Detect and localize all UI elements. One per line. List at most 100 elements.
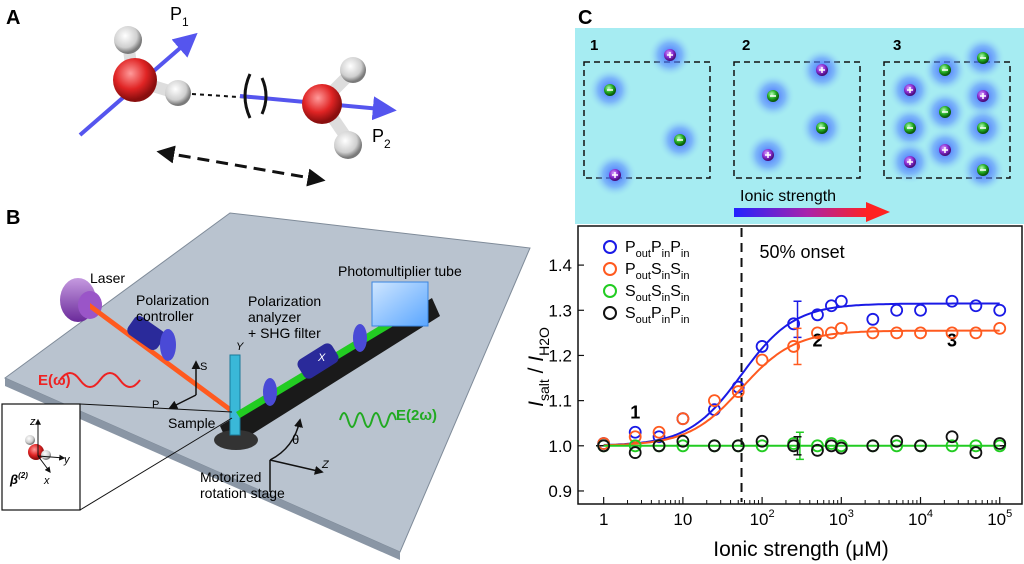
panel-c-letter: C <box>578 7 592 29</box>
data-point <box>708 439 721 453</box>
data-point <box>914 303 927 317</box>
y-tick-label: 1.0 <box>548 437 572 456</box>
photomultiplier-label: Photomultiplier tube <box>338 263 462 279</box>
stage-3-label: 3 <box>893 37 901 54</box>
data-point <box>945 326 959 340</box>
e-2omega-label: E(2ω) <box>396 407 437 424</box>
shg-filter-label: + SHG filter <box>248 325 321 341</box>
theta-label: θ <box>292 432 299 447</box>
distance-arrow <box>156 145 326 187</box>
y-tick-label: 1.2 <box>548 346 572 365</box>
data-point <box>969 446 983 459</box>
data-point <box>834 294 848 308</box>
cation-icon <box>961 74 1005 118</box>
anion-icon <box>588 68 632 112</box>
y-tick-label: 1.4 <box>548 256 572 275</box>
fit-line <box>603 302 1000 446</box>
stage-label-2: rotation stage <box>200 485 285 501</box>
data-point <box>993 321 1007 335</box>
data-point <box>787 317 801 331</box>
cation-icon <box>923 128 967 172</box>
p-axis-arrow <box>168 394 197 409</box>
panel-b-letter: B <box>6 207 20 229</box>
y-tick-label: 0.9 <box>548 482 572 501</box>
data-point <box>731 439 745 453</box>
anion-icon <box>751 74 795 118</box>
legend-marker <box>603 306 617 320</box>
data-point <box>969 439 983 453</box>
data-point <box>652 439 666 453</box>
anion-icon <box>961 36 1005 80</box>
polarization-controller-icon <box>127 316 176 361</box>
legend-label: SoutPinPin <box>625 305 689 326</box>
p-label: P <box>152 399 159 411</box>
inset-pointer-line-1 <box>79 403 233 413</box>
data-point <box>890 434 904 448</box>
data-point <box>628 446 642 459</box>
data-point <box>993 437 1007 450</box>
z-axis-label: Z <box>321 459 330 471</box>
p1-label: P1 <box>170 4 189 29</box>
data-point <box>676 439 690 453</box>
polarization-analyzer-label-2: analyzer <box>248 309 301 325</box>
onset-annotation: 50% onset <box>760 242 845 262</box>
polarization-controller-label-1: Polarization <box>136 292 209 308</box>
series-3 <box>597 430 1007 459</box>
x-tick-label: 104 <box>908 508 933 529</box>
data-point <box>787 340 801 353</box>
water-molecule-2 <box>302 57 366 159</box>
data-point <box>914 326 927 340</box>
legend-marker <box>603 262 617 276</box>
data-point <box>652 425 666 439</box>
data-point <box>628 430 642 444</box>
data-point <box>708 394 721 408</box>
ionic-strength-arrow-label: Ionic strength <box>740 188 836 205</box>
data-point <box>628 425 642 439</box>
legend-marker <box>603 240 617 254</box>
legend-label: PoutPinPin <box>625 239 689 260</box>
data-point <box>834 321 848 335</box>
inset-x-label: x <box>43 475 50 487</box>
y-axis-label: Isalt / IH2O <box>525 327 552 407</box>
sample-cell <box>229 354 241 436</box>
data-point <box>866 312 880 326</box>
inset-pointer-line-2 <box>79 417 233 511</box>
sample-label: Sample <box>168 415 216 431</box>
rotation-arc-icon-2 <box>260 77 268 115</box>
photomultiplier-icon <box>371 281 429 327</box>
ionic-strength-arrow <box>734 208 868 217</box>
legend-label: PoutSinSin <box>625 261 689 282</box>
data-point <box>890 303 904 317</box>
data-point <box>755 340 769 353</box>
data-point <box>969 299 983 313</box>
data-point <box>811 326 824 340</box>
theta-arc <box>269 418 303 461</box>
data-point <box>811 308 824 322</box>
laser-label: Laser <box>90 270 125 286</box>
data-point <box>834 441 848 455</box>
data-point <box>652 430 666 444</box>
panel-a-letter: A <box>6 7 20 29</box>
region-label: 3 <box>947 330 957 350</box>
ion-schematic <box>583 33 1011 197</box>
data-point <box>676 434 690 448</box>
optical-table-edge <box>5 378 400 560</box>
polarization-analyzer-icon <box>263 324 367 406</box>
inset-x-arrow <box>37 455 51 473</box>
stage-2-label: 2 <box>742 37 750 54</box>
p2-label: P2 <box>372 126 391 151</box>
y-tick-label: 1.3 <box>548 301 572 320</box>
y-tick-label: 1.1 <box>548 392 572 411</box>
data-point <box>755 353 769 367</box>
fit-line <box>603 329 1000 447</box>
data-point <box>993 303 1007 317</box>
y-axis-slash: / <box>525 362 548 380</box>
data-point <box>945 430 959 444</box>
ionic-strength-arrow-head <box>866 202 890 222</box>
anion-icon <box>888 106 932 150</box>
anion-icon <box>961 106 1005 150</box>
data-point <box>866 439 880 453</box>
polarization-controller-label-2: controller <box>136 308 194 324</box>
anion-icon <box>658 118 702 162</box>
